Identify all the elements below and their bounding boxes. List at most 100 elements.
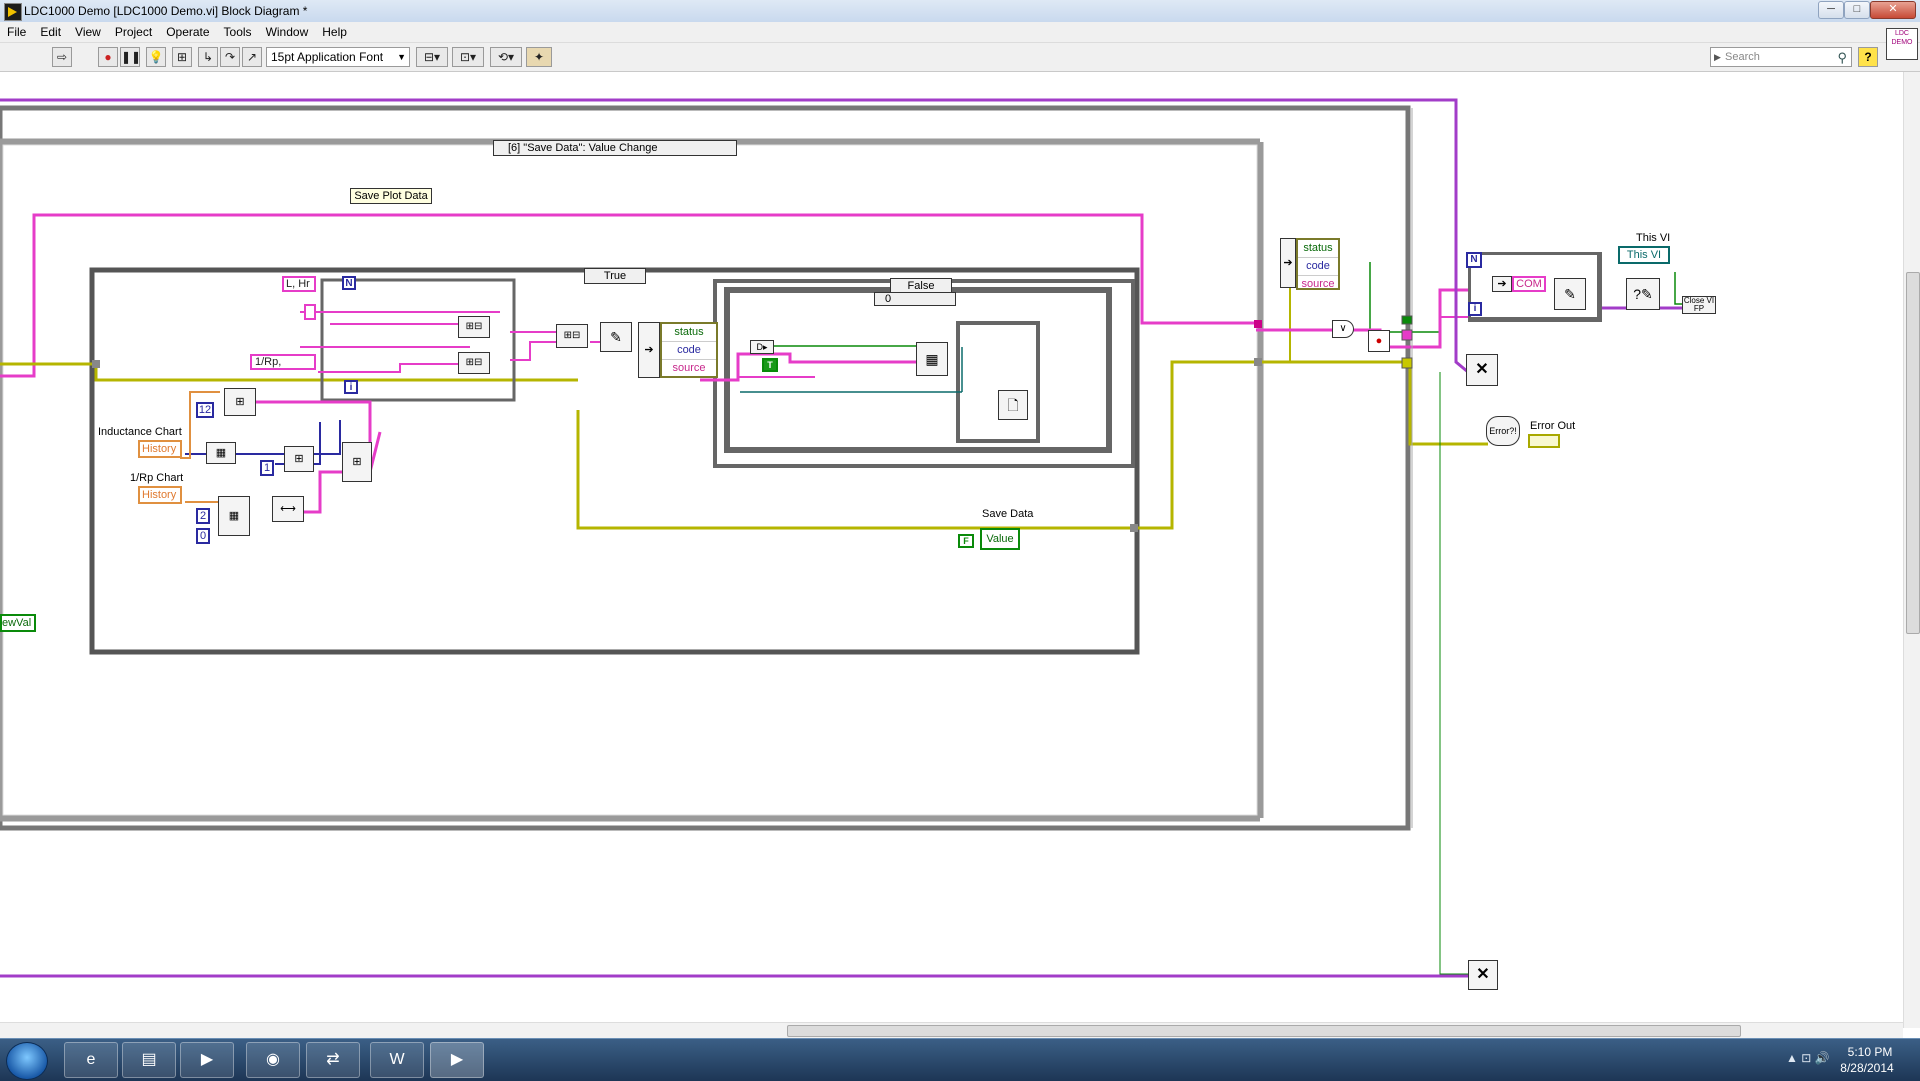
build-array-node-2[interactable]: ⊞⊟ (458, 352, 490, 374)
menu-tools[interactable]: Tools (223, 25, 252, 39)
build-array-node[interactable]: ⊞⊟ (458, 316, 490, 338)
block-diagram-canvas[interactable]: [6] "Save Data": Value Change Save Plot … (0, 72, 1903, 1028)
context-help-button[interactable]: ? (1858, 47, 1878, 67)
loop-index-terminal[interactable]: i (344, 380, 358, 394)
abort-icon[interactable]: ● (98, 47, 118, 67)
false-constant[interactable]: F (958, 534, 974, 548)
reorder-icon[interactable]: ⟲▾ (490, 47, 522, 67)
event-structure-frame (0, 138, 1264, 822)
error-out-indicator[interactable] (1528, 434, 1560, 448)
vi-icon[interactable]: LDC DEMO (1886, 28, 1918, 60)
file-explorer-icon[interactable]: ▤ (122, 1042, 176, 1078)
error-wire (0, 362, 578, 382)
wait-ms-icon[interactable]: ⊞ (224, 388, 256, 416)
build-array-node-3[interactable]: ⊞ (342, 442, 372, 482)
close-file-icon[interactable]: 🗋 (998, 390, 1028, 420)
com-constant[interactable]: COM (1512, 276, 1546, 292)
inductance-chart-history[interactable]: History (138, 440, 182, 458)
menu-project[interactable]: Project (114, 25, 153, 39)
minimize-button[interactable]: ─ (1818, 1, 1844, 19)
invoke-node-icon[interactable]: ?✎ (1626, 278, 1660, 310)
menu-edit[interactable]: Edit (40, 25, 62, 39)
case-true-selector[interactable]: True (584, 268, 646, 284)
internet-explorer-icon[interactable]: e (64, 1042, 118, 1078)
property-node-icon[interactable]: D▸ (750, 340, 774, 354)
labview-icon[interactable]: ▶ (430, 1042, 484, 1078)
stop-terminal-icon[interactable]: ● (1368, 330, 1390, 352)
start-button[interactable] (6, 1042, 48, 1080)
unbundle-by-name-icon[interactable]: ➔ (638, 322, 660, 378)
chrome-icon[interactable]: ◉ (246, 1042, 300, 1078)
index-array-icon-2[interactable]: ⊞ (284, 446, 314, 472)
step-over-icon[interactable]: ↷ (220, 47, 240, 67)
close-button[interactable]: ✕ (1870, 1, 1916, 19)
error-cluster-unbundle[interactable]: status code source (660, 322, 718, 378)
menu-window[interactable]: Window (265, 25, 309, 39)
right-for-loop-frame (1468, 252, 1602, 322)
concatenate-strings-node[interactable]: ⊞⊟ (556, 324, 588, 348)
sequence-frame-selector[interactable]: 0 (874, 292, 956, 306)
step-into-icon[interactable]: ↳ (198, 47, 218, 67)
clock-time[interactable]: 5:10 PM (1847, 1045, 1893, 1059)
font-select[interactable]: 15pt Application Font ▼ (266, 47, 410, 67)
right-loop-count-terminal[interactable]: N (1466, 252, 1482, 268)
this-vi-reference[interactable]: This VI (1618, 246, 1670, 264)
vertical-scroll-thumb[interactable] (1906, 272, 1920, 634)
array-subset-icon[interactable]: ▦ (218, 496, 250, 536)
numeric-constant-1[interactable]: 1 (260, 460, 274, 476)
array-constant-rp[interactable]: 1/Rp, (250, 354, 316, 370)
pause-button[interactable]: ❚❚ (120, 47, 141, 67)
horizontal-scrollbar[interactable] (0, 1022, 1903, 1038)
bundle-arrow-icon[interactable]: ➔ (1492, 276, 1512, 292)
index-array-icon[interactable]: ▦ (206, 442, 236, 464)
close-reference-icon-bottom[interactable]: ✕ (1468, 960, 1498, 990)
search-placeholder: Search (1725, 51, 1760, 63)
unbundle-error-icon[interactable]: ➔ (1280, 238, 1296, 288)
error-cluster-right[interactable]: status code source (1296, 238, 1340, 290)
event-case-selector[interactable]: [6] "Save Data": Value Change (493, 140, 737, 156)
rp-chart-history[interactable]: History (138, 486, 182, 504)
menu-file[interactable]: File (7, 25, 27, 39)
search-input[interactable]: ▶ Search ⚲ (1710, 47, 1852, 67)
menu-operate[interactable]: Operate (166, 25, 210, 39)
write-file-icon[interactable]: ✎ (600, 322, 632, 352)
teamviewer-icon[interactable]: ⇄ (306, 1042, 360, 1078)
window-title: LDC1000 Demo [LDC1000 Demo.vi] Block Dia… (24, 4, 308, 18)
retain-wire-values-icon[interactable]: ⊞ (172, 47, 192, 67)
save-data-value-property[interactable]: Value (980, 528, 1020, 550)
newval-terminal[interactable]: ewVal (0, 614, 36, 632)
vertical-scrollbar[interactable] (1903, 72, 1920, 1028)
write-spreadsheet-icon[interactable]: ▦ (916, 342, 948, 376)
right-loop-index-terminal[interactable]: i (1468, 302, 1482, 316)
transpose-array-icon[interactable]: ⟷ (272, 496, 304, 522)
loop-count-terminal[interactable]: N (342, 276, 356, 290)
numeric-constant-12[interactable]: 12 (196, 402, 214, 418)
labview-app-icon[interactable] (4, 3, 22, 21)
or-function-icon[interactable]: ∨ (1332, 320, 1354, 338)
cleanup-diagram-icon[interactable]: ✦ (526, 47, 552, 67)
visa-close-icon[interactable]: ✎ (1554, 278, 1586, 310)
menu-view[interactable]: View (75, 25, 101, 39)
clock-date[interactable]: 8/28/2014 (1840, 1061, 1894, 1075)
system-tray-icons[interactable]: ▲ ⊡ 🔊 (1786, 1051, 1830, 1065)
close-reference-icon[interactable]: ✕ (1466, 354, 1498, 386)
false-case-label: False (907, 280, 935, 292)
step-out-icon[interactable]: ↗ (242, 47, 262, 67)
run-button[interactable]: ⇨ (52, 47, 72, 67)
true-constant[interactable]: T (762, 358, 778, 372)
distribute-objects-icon[interactable]: ⊡▾ (452, 47, 484, 67)
menu-help[interactable]: Help (322, 25, 347, 39)
word-icon[interactable]: W (370, 1042, 424, 1078)
numeric-constant-0[interactable]: 0 (196, 528, 210, 544)
numeric-constant-2[interactable]: 2 (196, 508, 210, 524)
search-icon[interactable]: ⚲ (1837, 50, 1847, 65)
horizontal-scroll-thumb[interactable] (787, 1025, 1741, 1037)
array-constant-l-hr[interactable]: L, Hr (282, 276, 316, 292)
align-objects-icon[interactable]: ⊟▾ (416, 47, 448, 67)
close-vi-fp-node[interactable]: Close VI FP (1682, 296, 1716, 314)
string-constant[interactable] (304, 304, 316, 320)
media-player-icon[interactable]: ▶ (180, 1042, 234, 1078)
error-handler-icon[interactable]: Error?! (1486, 416, 1520, 446)
highlight-execution-icon[interactable]: 💡 (146, 47, 166, 67)
maximize-button[interactable]: □ (1844, 1, 1870, 19)
